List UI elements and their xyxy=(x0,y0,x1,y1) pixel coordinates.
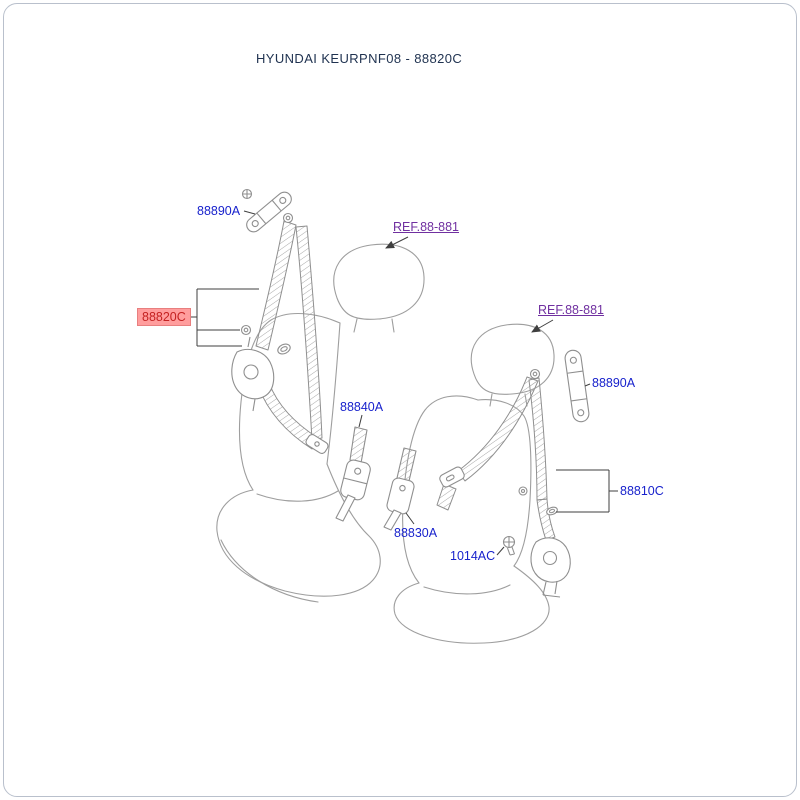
seatbelt-left-hardware xyxy=(231,188,329,454)
grommet-right-drawing xyxy=(546,506,558,516)
part-label-88890a-right[interactable]: 88890A xyxy=(592,376,636,390)
page-title: HYUNDAI KEURPNF08 - 88820C xyxy=(256,51,463,66)
upper-anchor-bolt-right-drawing xyxy=(529,368,541,380)
lower-anchor-plate-left-drawing xyxy=(305,434,329,454)
part-label-88890a-left[interactable]: 88890A xyxy=(197,204,241,218)
belt-ring-left-drawing xyxy=(277,343,291,355)
seatbelt-right-hardware xyxy=(439,349,590,598)
part-label-88810c[interactable]: 88810C xyxy=(620,484,664,498)
part-label-88830a[interactable]: 88830A xyxy=(394,526,438,540)
part-label-88820c-highlighted[interactable]: 88820C xyxy=(137,308,191,326)
seatbelt-right-webbing xyxy=(436,376,556,541)
buckle-88830a-drawing xyxy=(383,447,417,531)
retractor-left-drawing xyxy=(231,336,275,412)
reference-link-left[interactable]: REF.88-881 xyxy=(393,220,460,234)
retractor-right-drawing xyxy=(530,537,571,598)
latch-plate-right-drawing xyxy=(439,466,465,488)
sash-guide-left-drawing xyxy=(246,191,292,233)
washer-right-drawing xyxy=(518,486,528,496)
sash-guide-right-drawing xyxy=(564,349,590,423)
seatbelt-left-webbing xyxy=(255,220,323,450)
bolt-1014ac-drawing xyxy=(502,535,516,556)
washer-left-drawing xyxy=(240,324,252,336)
buckle-88840a-drawing xyxy=(335,426,371,522)
leader-lines xyxy=(191,210,618,556)
seat-right-drawing xyxy=(393,323,555,644)
part-label-88840a[interactable]: 88840A xyxy=(340,400,384,414)
upper-anchor-bolt-drawing xyxy=(282,212,294,224)
part-label-1014ac[interactable]: 1014AC xyxy=(450,549,496,563)
bolt-left-anchor-drawing xyxy=(241,188,253,200)
reference-link-right[interactable]: REF.88-881 xyxy=(538,303,605,317)
